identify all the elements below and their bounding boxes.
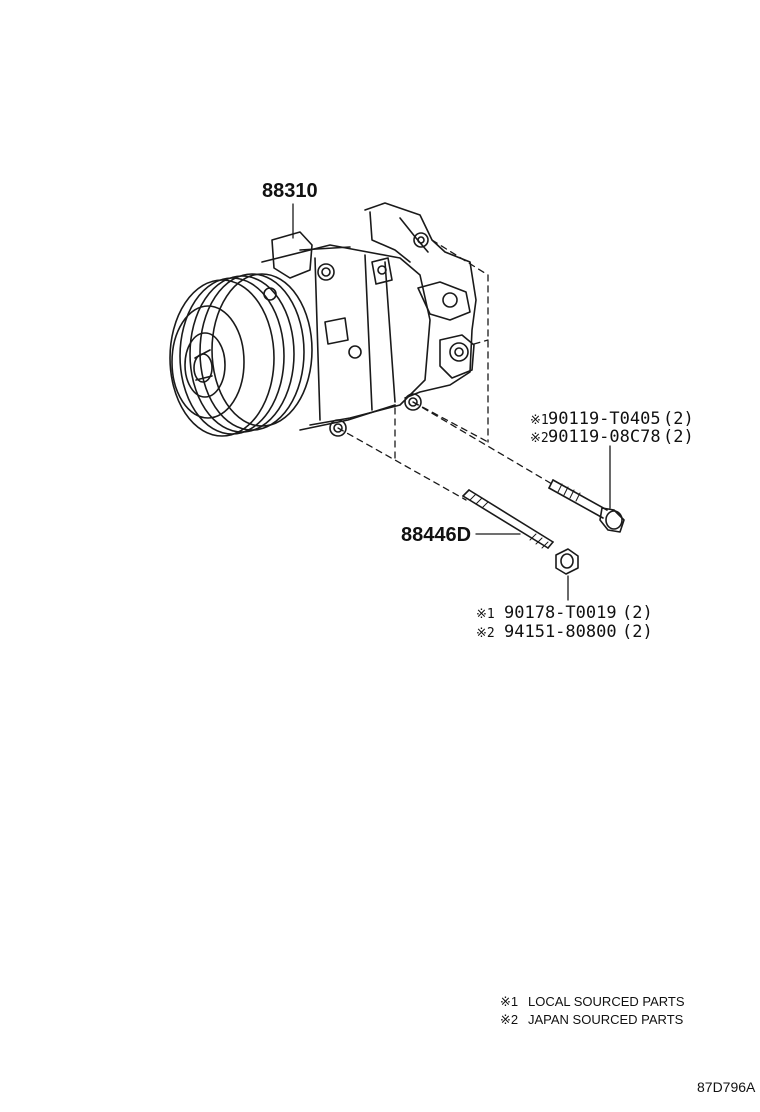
bolt-alt-2-qty: (2) — [663, 427, 694, 447]
leader-lines — [292, 203, 611, 601]
nut-alt-2-mark: ※2 — [476, 626, 495, 641]
nut-alt-1-part-number: 90178-T0019 — [504, 603, 617, 623]
legend-2-mark: ※2 — [500, 1012, 518, 1027]
compressor-part-number: 88310 — [262, 180, 318, 202]
bolt-alt-1-mark: ※1 — [530, 413, 549, 428]
bolt-alt-2-part-number: 90119-08C78 — [548, 427, 661, 447]
bolt-alt-2-mark: ※2 — [530, 431, 549, 446]
nut-alt-1-mark: ※1 — [476, 607, 495, 622]
nut-callout: ※1 90178-T0019 (2) ※2 94151-80800 (2) — [476, 603, 653, 642]
nut-alt-2-part-number: 94151-80800 — [504, 622, 617, 642]
legend-1-mark: ※1 — [500, 994, 518, 1009]
bolt-alt-1-part-number: 90119-T0405 — [548, 409, 661, 429]
stud-bolt-illustration — [462, 489, 554, 549]
bolt-alt-1-qty: (2) — [663, 409, 694, 429]
compressor-illustration — [169, 202, 477, 437]
legend-2-text: JAPAN SOURCED PARTS — [528, 1012, 684, 1027]
legend: ※1 LOCAL SOURCED PARTS ※2 JAPAN SOURCED … — [500, 994, 685, 1027]
nut-alt-1-qty: (2) — [622, 603, 653, 623]
bolt-callout: ※1 90119-T0405 (2) ※2 90119-08C78 (2) — [530, 409, 694, 447]
nut-alt-2-qty: (2) — [622, 622, 653, 642]
assembly-lines — [337, 239, 553, 501]
legend-1-text: LOCAL SOURCED PARTS — [528, 994, 685, 1009]
diagram-code: 87D796A — [697, 1079, 756, 1095]
stud-bolt-part-number: 88446D — [401, 524, 471, 546]
bolt-illustration — [548, 479, 625, 533]
nut-illustration — [555, 548, 579, 575]
